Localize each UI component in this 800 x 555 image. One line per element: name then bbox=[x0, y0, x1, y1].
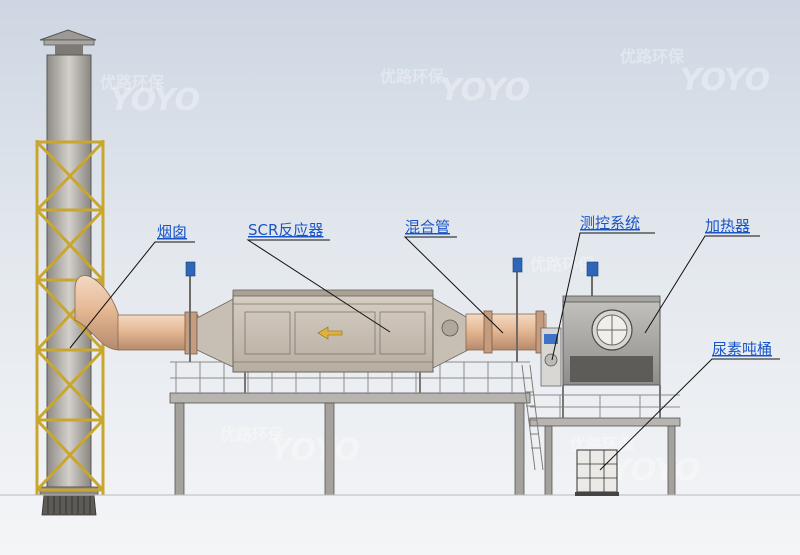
watermark-company: 优路环保 bbox=[570, 435, 635, 454]
scr-reactor bbox=[196, 289, 469, 393]
label-control-system: 测控系统 bbox=[580, 214, 640, 232]
heater bbox=[562, 295, 661, 418]
watermark-brand: YOYO bbox=[680, 63, 770, 98]
instrument-poles bbox=[185, 257, 523, 362]
leader-control-system bbox=[551, 232, 655, 361]
watermark-company: 优路环保 bbox=[620, 47, 685, 66]
leader-scr-reactor bbox=[246, 239, 391, 333]
watermark: 优路环保 优路环保 优路环保 优路环保 优路环保 优路环保 YOYO YOYO … bbox=[100, 47, 770, 488]
leader-lines bbox=[69, 232, 780, 471]
leader-mixing-pipe bbox=[403, 236, 504, 334]
platform bbox=[0, 361, 800, 496]
mixing-pipe bbox=[465, 310, 547, 354]
leader-urea-tank bbox=[599, 358, 780, 471]
watermark-brand: YOYO bbox=[610, 453, 700, 488]
watermark-company: 优路环保 bbox=[380, 67, 445, 86]
label-heater: 加热器 bbox=[705, 217, 750, 235]
label-scr-reactor: SCR反应器 bbox=[248, 221, 323, 239]
watermark-company: 优路环保 bbox=[220, 425, 285, 444]
watermark-brand: YOYO bbox=[440, 73, 530, 108]
leader-chimney bbox=[69, 241, 195, 349]
label-mixing-pipe: 混合管 bbox=[405, 218, 450, 236]
chimney bbox=[39, 29, 99, 516]
urea-tank bbox=[575, 449, 619, 496]
label-chimney: 烟囱 bbox=[157, 223, 187, 241]
label-urea-tank: 尿素吨桶 bbox=[712, 340, 772, 358]
inlet-duct bbox=[74, 275, 199, 355]
watermark-company: 优路环保 bbox=[100, 73, 165, 92]
watermark-brand: YOYO bbox=[270, 433, 360, 468]
watermark-company: 优路环保 bbox=[530, 255, 595, 274]
component-labels: 烟囱 SCR反应器 混合管 测控系统 加热器 尿素吨桶 bbox=[157, 214, 772, 358]
watermark-brand: YOYO bbox=[110, 83, 200, 118]
chimney-support-frame bbox=[35, 140, 105, 495]
leader-heater bbox=[644, 235, 760, 334]
